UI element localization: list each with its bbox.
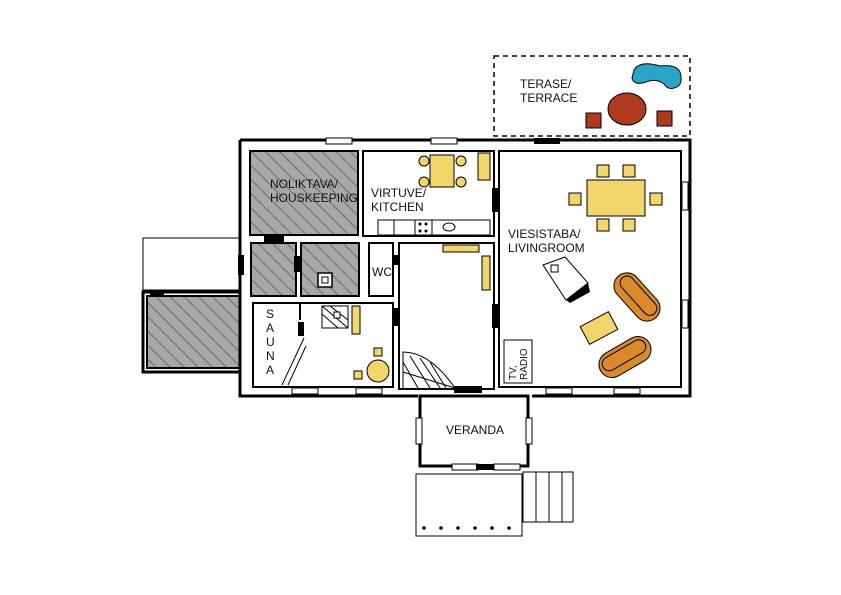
kitchen-chair [455, 176, 467, 188]
sauna-room [252, 302, 394, 388]
hall-shelf [481, 255, 491, 291]
shower-icon [321, 305, 349, 329]
kitchen-chair [455, 155, 467, 167]
dining-chair [622, 164, 636, 178]
kitchen-counter [377, 219, 491, 236]
left-storage-hatch [146, 295, 241, 369]
stairs-icon [402, 351, 456, 389]
dining-table [586, 179, 646, 217]
veranda-label: VERANDA [446, 423, 504, 437]
wc-room [368, 242, 394, 297]
left-annex [142, 237, 241, 291]
coffee-table [579, 310, 619, 346]
dining-chair [596, 218, 610, 232]
sauna-stool [353, 370, 363, 380]
deck-posts [422, 526, 511, 530]
wc-label: WC [372, 265, 392, 279]
dining-chair [568, 192, 582, 206]
hall-room [398, 242, 495, 390]
storage-room [250, 242, 297, 297]
sauna-stool [373, 347, 383, 357]
housekeeping-room [249, 150, 359, 236]
terrace-label: TERASE/TERRACE [520, 77, 577, 105]
kitchen-chair [418, 155, 430, 167]
sauna-tub [366, 359, 390, 383]
housekeeping-label: NOLIKTAVA/HOUSKEEPING [270, 177, 358, 205]
terrace-chair [656, 110, 673, 127]
tv-radio-label: TV,RADIO [508, 348, 530, 380]
dining-chair [622, 218, 636, 232]
sauna-bench [351, 305, 361, 335]
kitchen-chair [418, 176, 430, 188]
kitchen-cabinet [477, 152, 491, 181]
boiler-room [300, 242, 360, 297]
livingroom-label: VIESISTABA/LIVINGROOM [508, 227, 585, 255]
sofa [613, 272, 661, 322]
boiler-icon [317, 272, 333, 288]
outer-wall [238, 138, 692, 398]
terrace-chair [585, 112, 602, 129]
hall-bench [442, 244, 480, 253]
deck [415, 473, 523, 537]
livingroom-room [498, 150, 682, 388]
dining-chair [596, 164, 610, 178]
dining-chair [649, 192, 663, 206]
stove-icon [418, 222, 428, 233]
fireplace-icon [542, 256, 590, 303]
boiler-icon-inner [321, 276, 329, 284]
terrace-area: TERASE/TERRACE [493, 55, 691, 137]
sofa [598, 336, 652, 378]
pool-icon [631, 63, 682, 89]
sink-icon [442, 222, 456, 232]
kitchen-label: VIRTUVE/KITCHEN [371, 186, 427, 214]
terrace-table [607, 92, 647, 126]
entrance-steps [522, 471, 574, 523]
tv-icon [503, 339, 533, 384]
kitchen-table [429, 154, 455, 188]
